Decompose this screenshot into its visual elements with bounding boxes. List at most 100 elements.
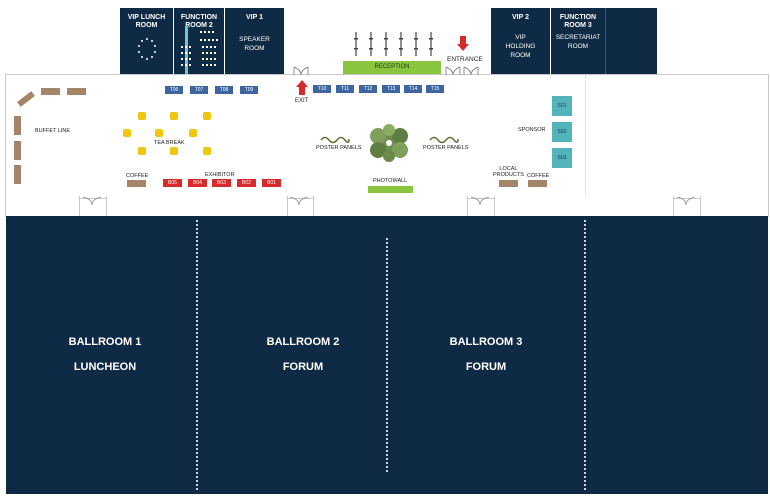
vip-1-room: VIP 1 SPEAKER ROOM (225, 8, 284, 75)
vip2-sub-2: HOLDING (505, 43, 536, 50)
coffee-label-right: COFFEE (527, 173, 550, 179)
ballroom-1-name: BALLROOM 1 (68, 336, 142, 348)
tea-table (123, 129, 131, 137)
table-t10: T10 (313, 85, 331, 93)
corridor-wall-segment (700, 196, 769, 217)
round-table-icon (138, 38, 156, 60)
ballroom-2-use: FORUM (282, 361, 324, 373)
queue-stanchions-icon (354, 32, 433, 56)
corridor-wall-segment (106, 196, 288, 217)
tea-table (203, 147, 211, 155)
tree-icon (370, 124, 408, 162)
tea-table (203, 112, 211, 120)
door-icon (82, 196, 102, 206)
reception-desk: RECEPTION (343, 61, 441, 74)
ballroom-3-use: FORUM (465, 361, 507, 373)
ballroom-3-name: BALLROOM 3 (449, 336, 523, 348)
entrance-arrow-icon (457, 36, 469, 51)
ballroom-1-use: LUNCHEON (73, 361, 137, 373)
ballroom-2: BALLROOM 2 FORUM (228, 330, 378, 380)
tea-break-label: TEA BREAK (154, 140, 185, 146)
coffee-station-right (528, 180, 547, 187)
tea-table (170, 147, 178, 155)
ballroom-2-name: BALLROOM 2 (266, 336, 340, 348)
door-icon (470, 196, 490, 206)
local-products-table (499, 180, 518, 187)
photowall-label: PHOTOWALL (373, 178, 408, 184)
buffet-table (14, 165, 21, 184)
function3-title-1: FUNCTION (559, 14, 597, 21)
buffet-line-label: BUFFET LINE (35, 128, 71, 134)
exhibitor-label: EXHIBITOR (205, 172, 235, 178)
booth-b05: B05 (163, 179, 182, 187)
exit-label: EXIT (295, 98, 309, 104)
booth-b02: B02 (237, 179, 256, 187)
ballroom-3: BALLROOM 3 FORUM (411, 330, 561, 380)
divider-teal-line (185, 26, 188, 83)
vip-lunch-title-1: VIP LUNCH (127, 14, 166, 21)
sponsor-s02: S02 (552, 122, 572, 142)
table-t14: T14 (404, 85, 422, 93)
booth-b03: B03 (212, 179, 231, 187)
local-label-1: LOCAL (499, 166, 518, 172)
door-icon (676, 196, 696, 206)
buffet-table (41, 88, 60, 95)
table-t13: T13 (382, 85, 400, 93)
buffet-table (14, 116, 21, 135)
vip2-sub-1: VIP (515, 34, 526, 41)
vip-2-room: VIP 2 VIP HOLDING ROOM (491, 8, 550, 75)
poster-panel-icon (429, 136, 459, 144)
table-t12: T12 (359, 85, 377, 93)
table-t07: T07 (190, 86, 208, 94)
booth-b04: B04 (188, 179, 207, 187)
corridor-wall-segment (313, 196, 468, 217)
exit-arrow-icon (296, 80, 308, 95)
local-label-2: PRODUCTS (493, 172, 524, 178)
function3-title-2: ROOM 3 (564, 22, 592, 29)
table-t06: T06 (165, 86, 183, 94)
table-t11: T11 (336, 85, 354, 93)
entrance-label: ENTRANCE (447, 56, 483, 63)
door-icon (289, 196, 309, 206)
table-t09: T09 (240, 86, 258, 94)
function2-title-1: FUNCTION (180, 14, 218, 21)
door-icon (445, 66, 461, 76)
coffee-station-left (127, 180, 146, 187)
vip-lunch-title-2: ROOM (135, 22, 158, 29)
room-divider (605, 8, 606, 75)
tea-table (170, 112, 178, 120)
vip2-sub-3: ROOM (510, 52, 531, 59)
vip1-title: VIP 1 (246, 14, 263, 21)
tea-table (189, 129, 197, 137)
vip1-sub-2: ROOM (244, 45, 265, 52)
booth-b01: B01 (262, 179, 281, 187)
poster-panels-left-label: POSTER PANELS (316, 145, 362, 151)
poster-panels-right-label: POSTER PANELS (423, 145, 469, 151)
function2-title-2: ROOM 2 (185, 22, 213, 29)
sponsor-label: SPONSOR (518, 127, 546, 133)
table-t15: T15 (426, 85, 444, 93)
tea-table (155, 129, 163, 137)
function3-sub-1: SECRETARIAT (555, 34, 601, 41)
tea-table (138, 147, 146, 155)
sponsor-s01: S01 (552, 96, 572, 116)
partition-wall (196, 220, 198, 490)
vip2-title: VIP 2 (512, 14, 529, 21)
function3-sub-2: ROOM (567, 43, 589, 50)
partition-wall (386, 238, 388, 472)
classroom-seating-icon (181, 31, 218, 66)
buffet-table (14, 141, 21, 160)
corridor-divider (585, 75, 586, 197)
sponsor-s03: S03 (552, 148, 572, 168)
table-t08: T08 (215, 86, 233, 94)
vip1-sub-1: SPEAKER (239, 36, 270, 43)
ballroom-1: BALLROOM 1 LUNCHEON (30, 330, 180, 380)
door-icon (463, 66, 479, 76)
tea-table (138, 112, 146, 120)
door-icon (293, 66, 309, 76)
photowall (368, 186, 413, 193)
corridor-wall-segment (5, 196, 80, 217)
